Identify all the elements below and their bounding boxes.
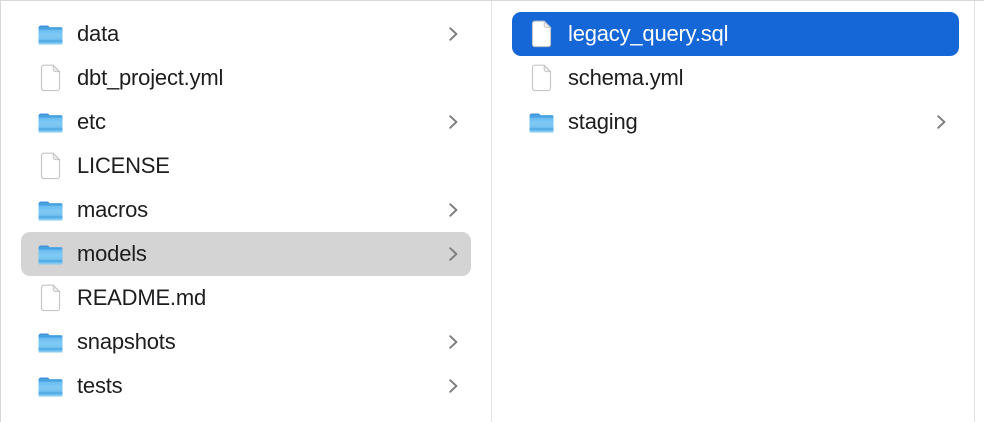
item-label: macros	[77, 197, 148, 222]
file-icon	[528, 20, 555, 48]
item-label: etc	[77, 109, 106, 134]
list-item[interactable]: legacy_query.sql	[512, 12, 959, 56]
folder-icon	[37, 21, 64, 48]
item-label: staging	[568, 109, 638, 134]
next-column-gutter	[975, 1, 984, 422]
chevron-right-icon	[448, 334, 459, 350]
list-item[interactable]: staging	[512, 100, 959, 144]
folder-icon	[528, 109, 555, 136]
item-label: tests	[77, 373, 123, 398]
file-icon	[37, 152, 64, 180]
chevron-right-icon	[448, 378, 459, 394]
item-label: schema.yml	[568, 65, 684, 90]
list-item[interactable]: macros	[21, 188, 471, 232]
chevron-right-icon	[936, 114, 947, 130]
chevron-right-icon	[448, 26, 459, 42]
item-label: README.md	[77, 285, 206, 310]
list-item[interactable]: data	[21, 12, 471, 56]
item-label: LICENSE	[77, 153, 170, 178]
folder-icon	[37, 109, 64, 136]
folder-icon	[37, 241, 64, 268]
list-item[interactable]: models	[21, 232, 471, 276]
folder-icon	[37, 197, 64, 224]
chevron-right-icon	[448, 246, 459, 262]
folder-icon	[37, 329, 64, 356]
file-browser-column-right: legacy_query.sql	[492, 1, 975, 422]
file-icon	[37, 284, 64, 312]
item-label: legacy_query.sql	[568, 21, 729, 46]
item-label: data	[77, 21, 120, 46]
list-item[interactable]: etc	[21, 100, 471, 144]
chevron-right-icon	[448, 202, 459, 218]
list-item[interactable]: LICENSE	[21, 144, 471, 188]
list-item[interactable]: schema.yml	[512, 56, 959, 100]
file-icon	[37, 64, 64, 92]
list-item[interactable]: snapshots	[21, 320, 471, 364]
file-browser-column-left: data	[1, 1, 492, 422]
list-item[interactable]: tests	[21, 364, 471, 408]
chevron-right-icon	[448, 114, 459, 130]
item-label: snapshots	[77, 329, 176, 354]
item-label: dbt_project.yml	[77, 65, 224, 90]
item-label: models	[77, 241, 147, 266]
folder-icon	[37, 373, 64, 400]
list-item[interactable]: dbt_project.yml	[21, 56, 471, 100]
file-icon	[528, 64, 555, 92]
list-item[interactable]: README.md	[21, 276, 471, 320]
